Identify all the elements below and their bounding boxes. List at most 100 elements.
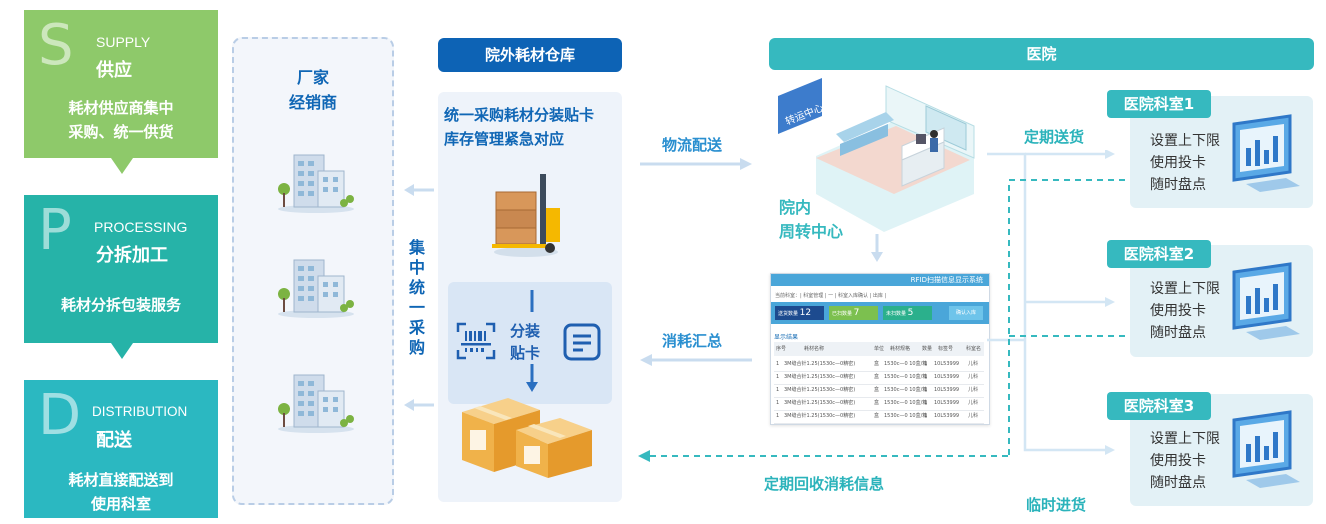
manufacturer-title-line: 经销商 (288, 93, 337, 112)
stage-description: 耗材分拆包装服务 (24, 293, 218, 317)
rfid-stat-value: 5 (907, 308, 914, 318)
table-cell: 儿科 (968, 400, 979, 406)
rfid-section-title: 显示结果 (774, 334, 799, 341)
rfid-confirm-button[interactable]: 确认入库 (949, 306, 983, 320)
department-features: 设置上下限 使用投卡 随时盘点 (1150, 278, 1220, 344)
manufacturer-title: 厂家 经销商 (234, 65, 392, 115)
periodic-recovery-label: 定期回收消耗信息 (764, 475, 885, 493)
stage-desc-line: 耗材供应商集中 (68, 99, 174, 117)
table-cell: 1 (776, 400, 780, 406)
rfid-stats-bar: 送货数量 12 已扫数量 7 未扫数量 5 确认入库 (771, 302, 989, 324)
vertical-char: 中 (408, 258, 425, 277)
forklift-icon (492, 174, 560, 257)
warehouse-desc-line: 统一采购耗材分装贴卡 (444, 106, 595, 124)
department-name: 医院科室3 (1107, 392, 1211, 420)
department-feature: 设置上下限 (1150, 281, 1220, 297)
table-cell: 10L53999 (934, 387, 960, 393)
rfid-stat-value: 7 (853, 308, 860, 318)
stage-zh-label: 供应 (96, 60, 132, 81)
table-cell: 1530c—0 10盒/箱 (884, 374, 928, 380)
monitor-chart-icon (1232, 262, 1300, 340)
arrow-left-icon (404, 184, 434, 196)
arrow-down-icon (530, 290, 534, 312)
stage-letter: S (38, 13, 74, 78)
department-feature: 随时盘点 (1150, 475, 1206, 491)
temporary-delivery-label: 临时进货 (1026, 496, 1087, 514)
table-cell: 盒 (874, 374, 880, 380)
arrow-down-icon (526, 364, 538, 392)
department-feature: 使用投卡 (1150, 303, 1206, 319)
barcode-scan-icon (456, 322, 496, 360)
hospital-header: 医院 (769, 38, 1314, 70)
arrow-down-icon (871, 234, 883, 262)
turnover-center-illustration (778, 78, 975, 232)
rfid-stat: 送货数量 12 (775, 306, 824, 320)
rfid-stat-label: 已扫数量 (832, 311, 853, 317)
warehouse-header: 院外耗材仓库 (438, 38, 622, 72)
table-cell: 盒 (874, 413, 880, 419)
stage-description: 耗材供应商集中 采购、统一供货 (24, 96, 218, 144)
table-cell: 3M缝合针1.25(1530c—0精密) (784, 387, 856, 393)
consumption-summary-label: 消耗汇总 (662, 332, 723, 350)
vertical-char: 购 (408, 338, 425, 357)
manufacturer-title-line: 厂家 (296, 68, 329, 87)
rfid-stat-label: 送货数量 (778, 311, 799, 317)
centralized-purchase-label: 集 中 统 一 采 购 (405, 238, 429, 358)
turnover-center-label: 院内 周转中心 (779, 196, 843, 244)
table-cell: 1 (924, 413, 928, 419)
building-icon (278, 374, 354, 433)
table-cell: 1 (924, 361, 928, 367)
table-cell: 儿科 (968, 413, 979, 419)
vertical-char: 集 (408, 238, 425, 257)
arrow-left-icon (640, 354, 752, 366)
rfid-stat-label: 未扫数量 (886, 311, 907, 317)
turnover-center-line: 周转中心 (779, 222, 844, 241)
table-cell: 1 (776, 374, 780, 380)
monitor-chart-icon (1232, 410, 1300, 488)
table-cell: 儿科 (968, 387, 979, 393)
table-cell: 1 (924, 387, 928, 393)
rfid-stat: 未扫数量 5 (883, 306, 932, 320)
table-cell: 儿科 (968, 374, 979, 380)
rfid-title: RFID扫描信息显示系统 (771, 274, 989, 286)
stage-letter: P (38, 198, 72, 263)
stage-en-label: SUPPLY (96, 34, 151, 50)
periodic-delivery-label: 定期送货 (1024, 128, 1085, 146)
department-feature: 设置上下限 (1150, 431, 1220, 447)
vertical-char: 统 (408, 278, 425, 297)
department-feature: 随时盘点 (1150, 177, 1206, 193)
stage-zh-label: 分拆加工 (96, 245, 168, 266)
table-cell: 10L53999 (934, 361, 960, 367)
stage-distribution: D DISTRIBUTION 配送 耗材直接配送到 使用科室 (24, 380, 218, 518)
rfid-screen: RFID扫描信息显示系统 当前科室：| 科室管理 | 一 | 科室入库确认 | … (770, 273, 990, 425)
column-header: 耗材名称 (804, 346, 825, 352)
arrow-right-icon (640, 158, 752, 170)
stage-zh-label: 配送 (96, 430, 132, 451)
stage-letter: D (38, 383, 82, 448)
column-header: 科室名 (966, 346, 982, 352)
table-cell: 1 (924, 400, 928, 406)
table-cell: 10L53999 (934, 374, 960, 380)
column-header: 标签号 (938, 346, 954, 352)
department-feature: 设置上下限 (1150, 133, 1220, 149)
pack-label-line: 贴卡 (510, 344, 541, 362)
department-features: 设置上下限 使用投卡 随时盘点 (1150, 130, 1220, 196)
logistics-label: 物流配送 (662, 136, 723, 154)
department-connector-lines (987, 150, 1125, 456)
stage-desc-line: 耗材分拆包装服务 (60, 296, 181, 314)
warehouse-description: 统一采购耗材分装贴卡 库存管理紧急对应 (444, 103, 622, 151)
stage-supply: S SUPPLY 供应 耗材供应商集中 采购、统一供货 (24, 10, 218, 158)
column-header: 耗材规格 (890, 346, 911, 352)
department-name: 医院科室2 (1107, 240, 1211, 268)
manufacturer-panel: 厂家 经销商 (232, 37, 394, 505)
arrow-left-icon (404, 399, 434, 411)
department-features: 设置上下限 使用投卡 随时盘点 (1150, 428, 1220, 494)
stage-desc-line: 耗材直接配送到 (68, 471, 174, 489)
stage-desc-line: 采购、统一供货 (68, 123, 174, 141)
table-cell: 3M缝合针1.25(1530c—0精密) (784, 413, 856, 419)
